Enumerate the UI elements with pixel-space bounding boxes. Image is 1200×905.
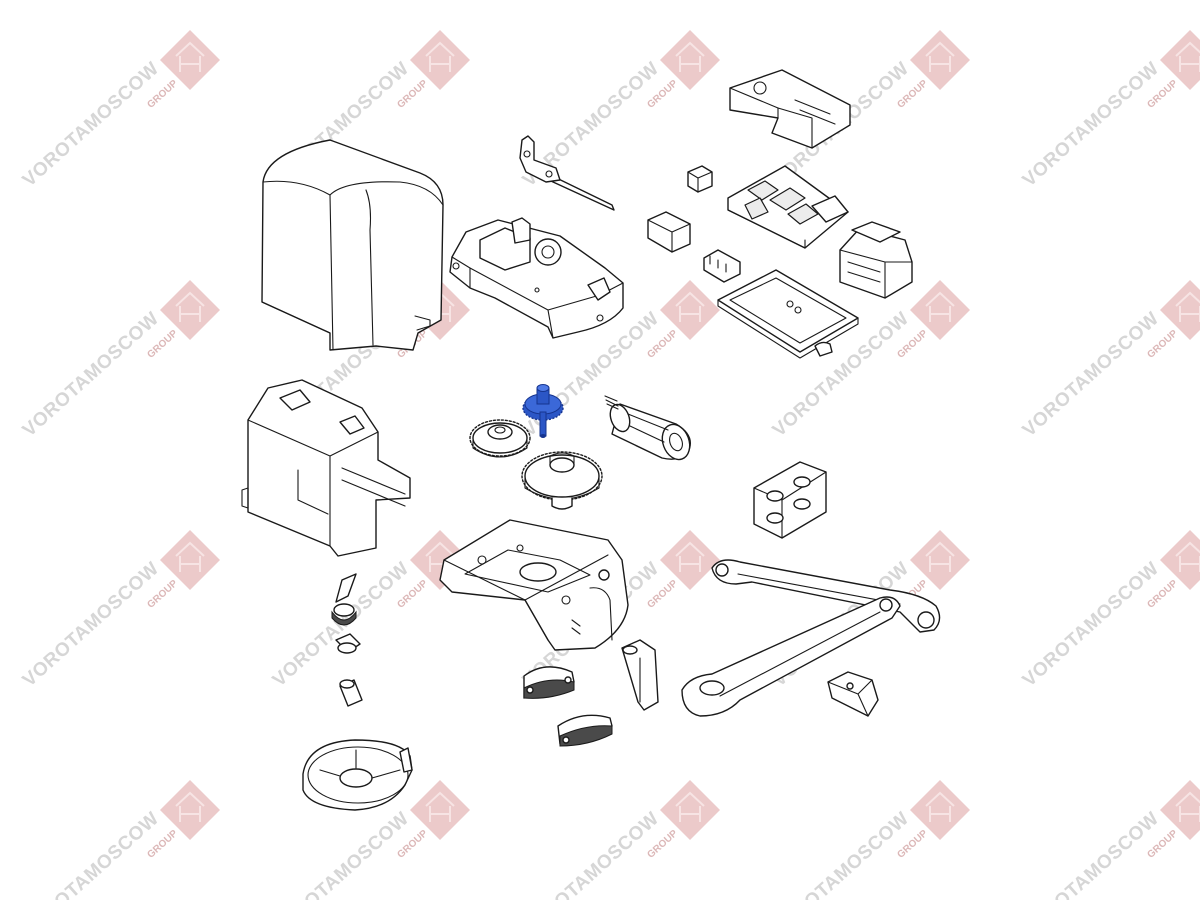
- lock-cylinder[interactable]: [339, 679, 363, 707]
- transformer[interactable]: [839, 221, 913, 299]
- control-board-cover[interactable]: [729, 69, 851, 149]
- control-board[interactable]: [727, 165, 849, 249]
- limit-switch-bracket[interactable]: [753, 461, 827, 539]
- watermark-logo-icon: [1159, 279, 1200, 341]
- lower-gearbox-housing[interactable]: [439, 519, 629, 651]
- gear-rack-segment-2[interactable]: [557, 714, 613, 747]
- release-lever[interactable]: [621, 639, 659, 711]
- lock-lever[interactable]: [331, 573, 357, 626]
- watermark-brand: VOROTAMOSCOW: [19, 558, 164, 691]
- electric-motor[interactable]: [604, 395, 694, 463]
- curved-arm[interactable]: [681, 596, 901, 717]
- watermark-brand: VOROTAMOSCOW: [1019, 558, 1164, 691]
- watermark-brand: VOROTAMOSCOW: [519, 808, 664, 900]
- watermark-brand: VOROTAMOSCOW: [1019, 308, 1164, 441]
- motor-support-frame[interactable]: [241, 379, 411, 557]
- watermark-brand: VOROTAMOSCOW: [1019, 808, 1164, 900]
- watermark-logo-icon: [1159, 779, 1200, 841]
- blue-pinion-gear[interactable]: [522, 384, 564, 439]
- main-drive-gear[interactable]: [521, 451, 603, 510]
- intermediate-gear[interactable]: [469, 419, 531, 458]
- watermark-brand: VOROTAMOSCOW: [19, 808, 164, 900]
- gear-rack-segment-1[interactable]: [523, 666, 575, 699]
- housing-cover[interactable]: [261, 139, 444, 351]
- watermark-brand: VOROTAMOSCOW: [269, 808, 414, 900]
- terminal-block-small[interactable]: [687, 165, 713, 193]
- board-mounting-plate[interactable]: [717, 269, 859, 359]
- watermark-logo-icon: [1159, 29, 1200, 91]
- watermark-brand: VOROTAMOSCOW: [19, 58, 164, 191]
- release-cam[interactable]: [335, 633, 361, 654]
- release-shaft[interactable]: [519, 135, 615, 211]
- watermark-brand: VOROTAMOSCOW: [769, 808, 914, 900]
- relay-module[interactable]: [647, 211, 691, 253]
- upper-gearbox-housing[interactable]: [449, 217, 624, 339]
- watermark-brand: VOROTAMOSCOW: [1019, 58, 1164, 191]
- straight-arm[interactable]: [711, 559, 941, 633]
- arm-bracket[interactable]: [827, 671, 879, 717]
- release-knob-base[interactable]: [302, 739, 413, 811]
- terminal-strip[interactable]: [703, 249, 741, 283]
- watermark-logo-icon: [1159, 529, 1200, 591]
- watermark-brand: VOROTAMOSCOW: [19, 308, 164, 441]
